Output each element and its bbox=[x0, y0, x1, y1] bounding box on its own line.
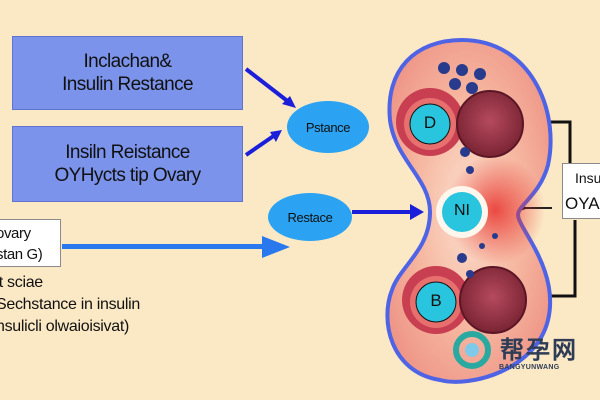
follicle-bottom-core bbox=[415, 281, 457, 323]
box1-line1: Inclachan& bbox=[83, 51, 172, 72]
right-label-line2: OYA bbox=[565, 194, 600, 213]
follicle-top-core bbox=[409, 103, 451, 145]
left-caption-line3: nsulicli olwaioisivat) bbox=[0, 318, 130, 335]
connector-right-bottom bbox=[548, 220, 577, 298]
pstance-oval: Pstance bbox=[287, 101, 369, 153]
ovary-effect-box: Insiln Reistance OYHycts tip Ovary bbox=[12, 126, 243, 202]
left-label-line2: stan G) bbox=[0, 246, 43, 263]
arrow-box2-to-oval bbox=[244, 130, 282, 157]
follicle-center-core bbox=[442, 192, 482, 232]
box2-line2: OYHycts tip Ovary bbox=[54, 165, 201, 186]
box2-line1: Insiln Reistance bbox=[65, 142, 190, 163]
left-caption-line2: Sechstance in insulin bbox=[0, 296, 141, 313]
watermark-cn: 帮孕网 bbox=[500, 336, 578, 364]
arrow-restace-to-ovary bbox=[352, 204, 424, 220]
follicle-bottom-label: B bbox=[430, 291, 442, 310]
right-label-box: Insu OYA bbox=[562, 163, 600, 219]
restace-oval: Restace bbox=[268, 193, 352, 241]
right-label-line1: Insu bbox=[575, 170, 600, 186]
box1-line2: Insulin Restance bbox=[62, 74, 193, 95]
watermark: 帮孕网 BANGYUNWANG bbox=[455, 330, 595, 375]
insulin-resistance-box: Inclachan& Insulin Restance bbox=[12, 36, 243, 110]
left-caption-line1: 't sciae bbox=[0, 274, 43, 291]
watermark-en: BANGYUNWANG bbox=[499, 364, 560, 371]
watermark-logo-icon bbox=[453, 331, 491, 369]
left-caption: 't sciae Sechstance in insulin nsulicli … bbox=[0, 272, 140, 338]
arrow-box1-to-oval bbox=[244, 67, 296, 108]
follicle-top-label: D bbox=[423, 113, 437, 132]
left-label-line1: ovary bbox=[0, 225, 31, 242]
arrow-left-label bbox=[62, 236, 290, 258]
follicle-center-label: NI bbox=[454, 202, 470, 219]
left-label-box: ovary stan G) bbox=[0, 219, 61, 267]
